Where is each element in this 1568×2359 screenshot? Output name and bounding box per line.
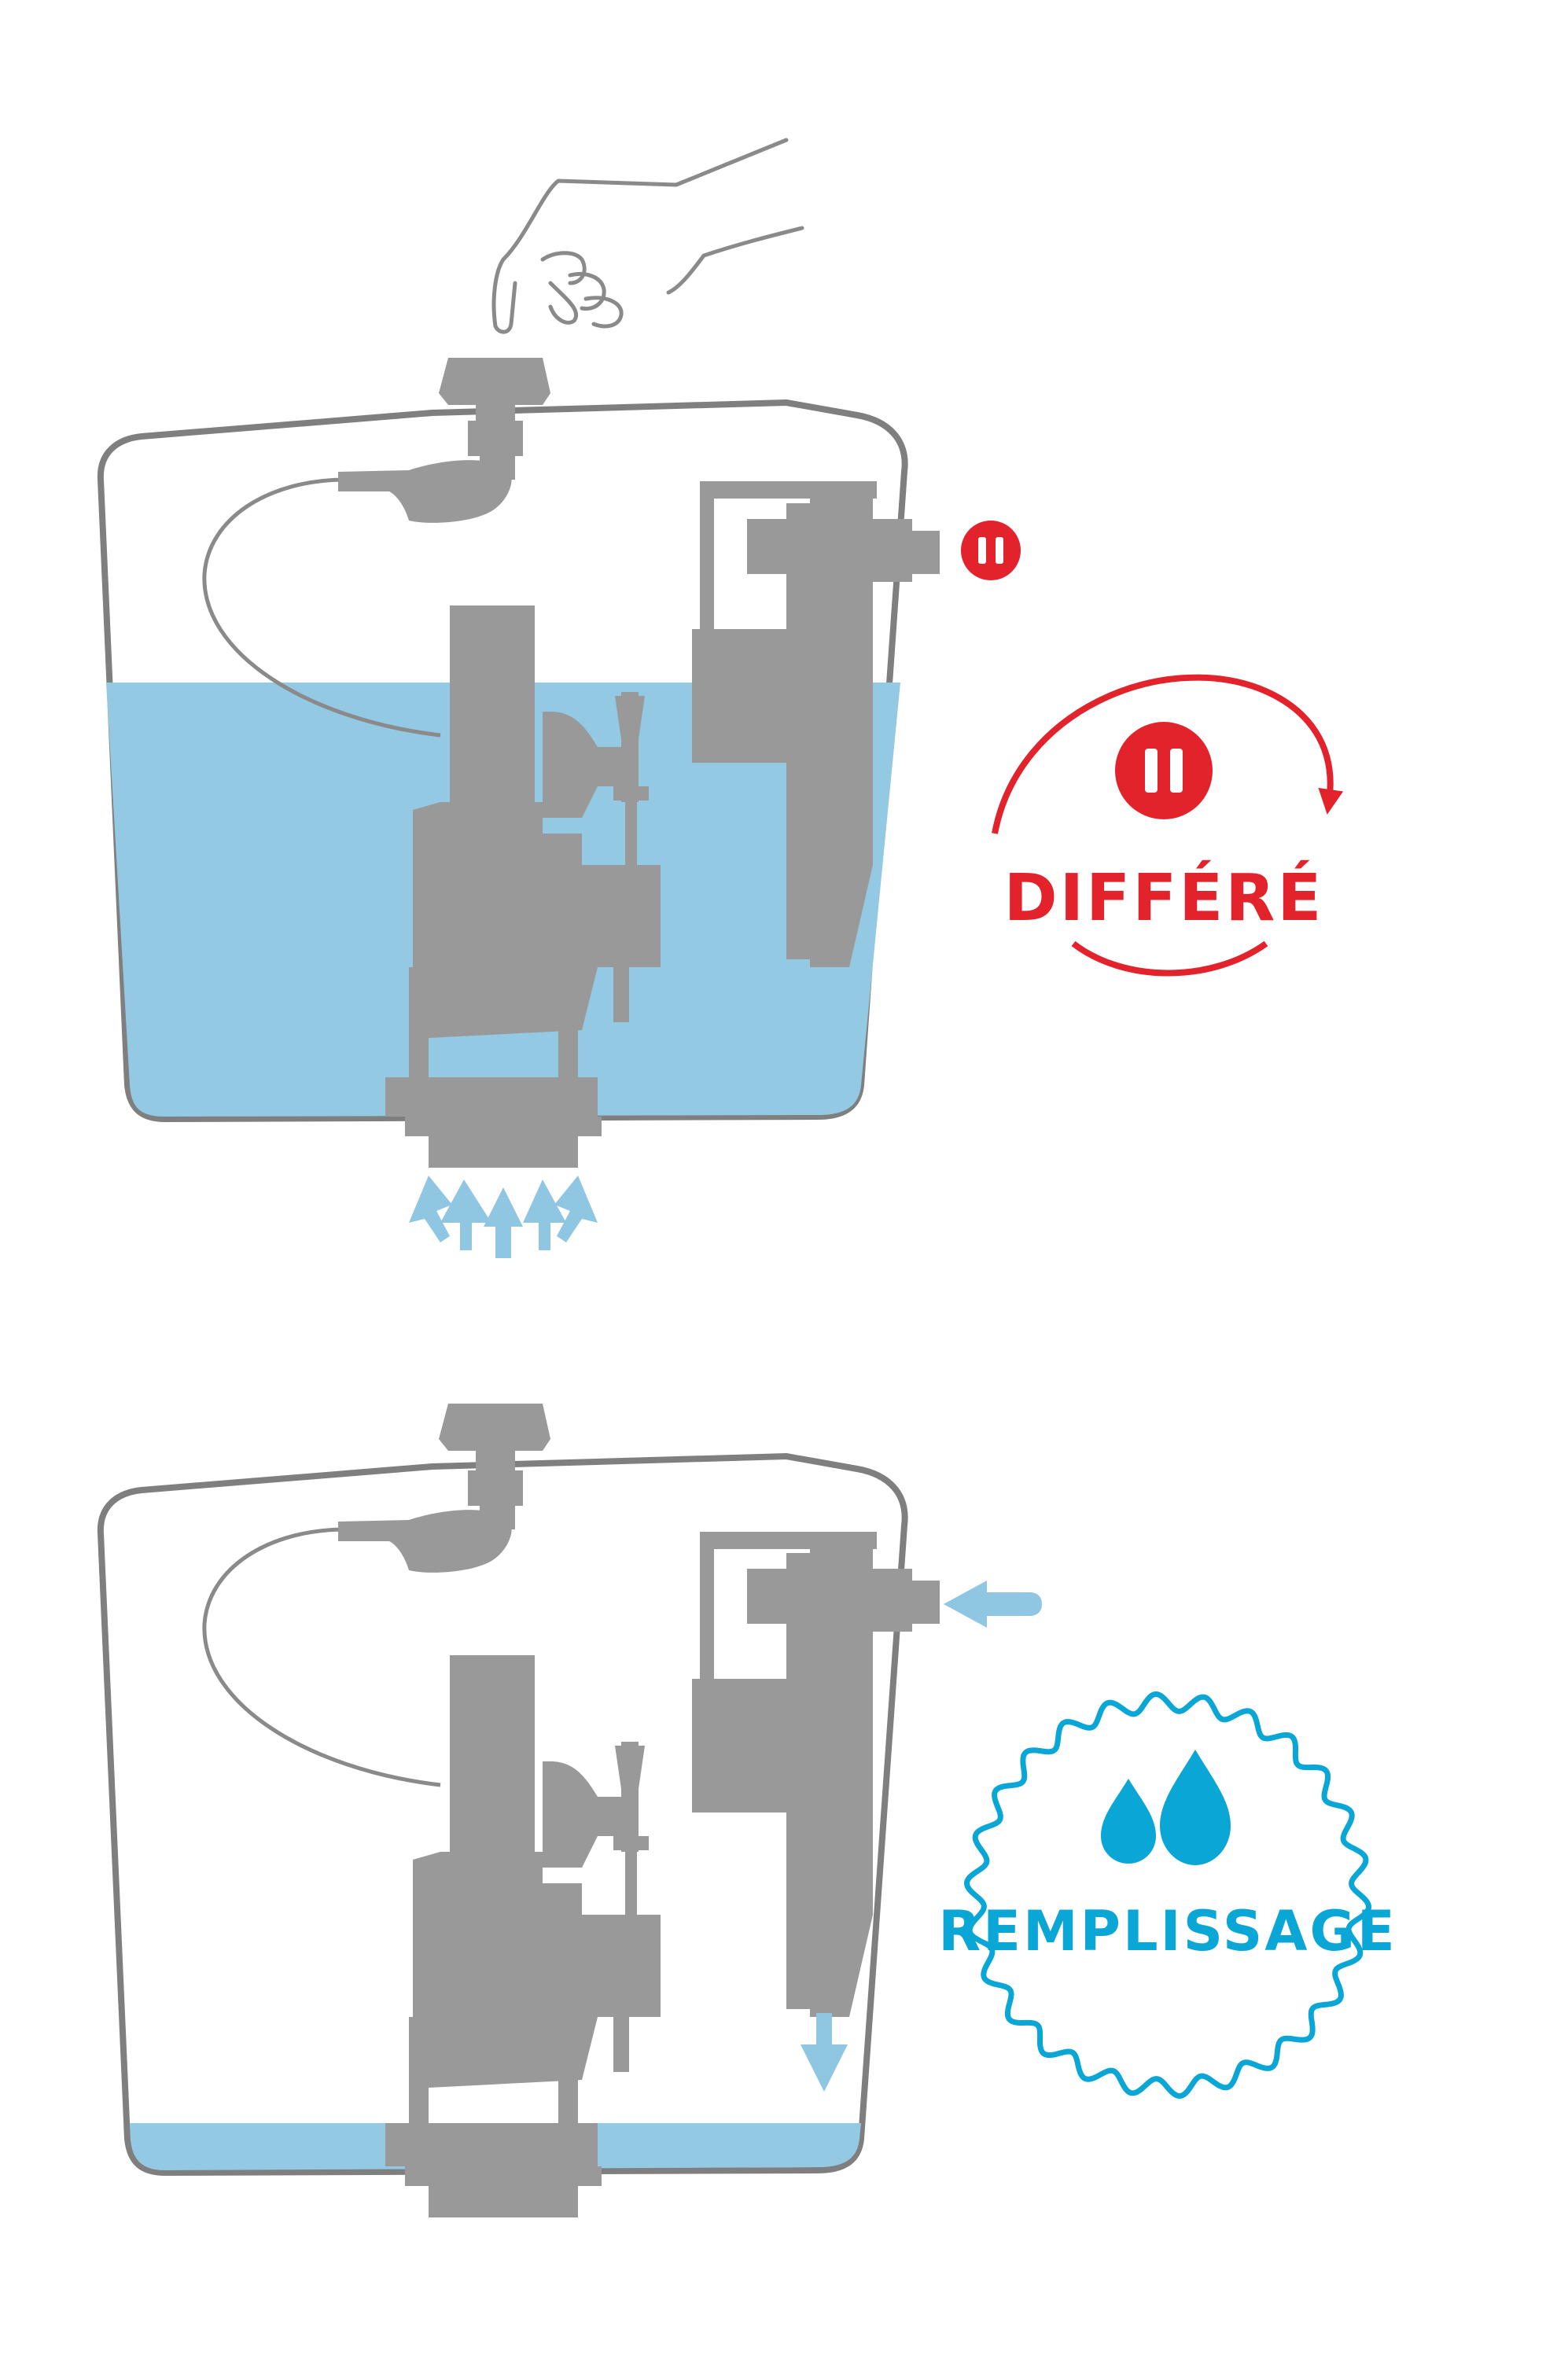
fill-valve [692, 1532, 940, 2017]
refill-badge: REMPLISSAGE [938, 1691, 1397, 2099]
delay-label: DIFFÉRÉ [1004, 860, 1324, 936]
pause-icon [1115, 722, 1213, 819]
hand-icon [491, 138, 804, 334]
stage-1-flush: DIFFÉRÉ [97, 138, 1344, 1258]
delay-arc-top [992, 674, 1344, 834]
cable-actuator [338, 1470, 523, 1573]
cistern-outline [97, 399, 908, 1122]
stage-2-refill: REMPLISSAGE [97, 1404, 1397, 2217]
inlet-arrow-icon [944, 1581, 1042, 1628]
wavy-ring [964, 1691, 1371, 2099]
cable-actuator [338, 421, 523, 523]
water-drops-icon [1101, 1750, 1231, 1865]
delay-badge: DIFFÉRÉ [992, 674, 1344, 977]
release-cable [202, 477, 441, 738]
pause-badge [961, 521, 1021, 580]
outflow-arrows [409, 1176, 598, 1258]
refill-arrow-icon [801, 2013, 848, 2092]
fill-valve [692, 481, 940, 967]
delay-arc-bottom [1071, 940, 1268, 977]
flush-button [439, 1404, 550, 1470]
refill-label: REMPLISSAGE [938, 1899, 1397, 1963]
cistern-outline [97, 1453, 908, 2176]
flush-valve [385, 1655, 661, 2217]
release-cable [202, 1527, 441, 1787]
flush-valve [385, 605, 661, 1168]
